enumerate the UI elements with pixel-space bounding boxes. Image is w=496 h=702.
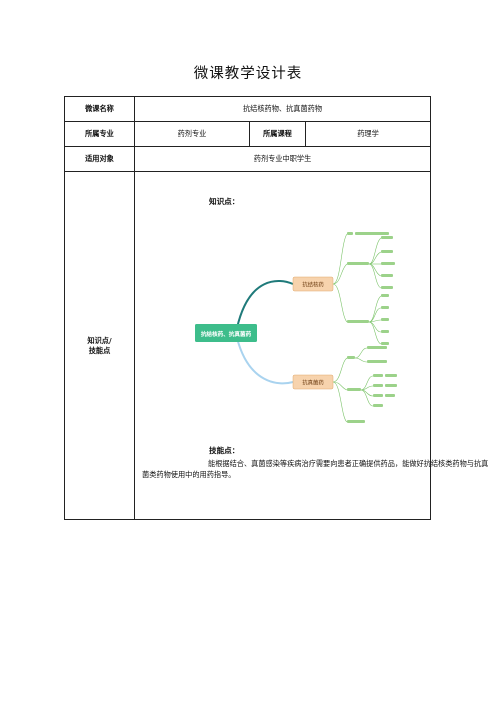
row-course-name: 微课名称 抗结核药物、抗真菌药物 (64, 96, 432, 122)
value-course: 药理学 (304, 121, 432, 147)
row-audience: 适用对象 药剂专业中职学生 (64, 146, 432, 172)
label-knowledge-line: 知识点/ (87, 335, 112, 345)
knowledge-heading: 知识点： (209, 197, 240, 206)
document-title: 微课教学设计表 (193, 66, 303, 82)
mindmap-top-branch-node (292, 276, 334, 292)
link-root-top (236, 280, 294, 329)
link-root-bottom (236, 337, 294, 385)
label-audience: 适用对象 (64, 146, 135, 172)
mindmap-top-branch-label: 抗结核药 (302, 281, 324, 289)
row-knowledge-skill: 知识点/ 技能点 知识点： (64, 171, 488, 520)
mindmap-bottom-branch-node (292, 374, 334, 390)
lesson-design-table: 微课名称 抗结核药物、抗真菌药物 所属专业 药剂专业 所属课程 药理学 适用对象… (64, 96, 488, 520)
mindmap-root-label: 抗结核药、抗真菌药 (201, 330, 252, 338)
row-major-course: 所属专业 药剂专业 所属课程 药理学 (64, 121, 432, 147)
value-audience: 药剂专业中职学生 (133, 146, 432, 172)
label-skill-line: 技能点 (88, 345, 111, 355)
label-major: 所属专业 (64, 121, 135, 147)
skill-description: 能根据结合、真菌感染等疾病治疗需要向患者正确提供药品，能做好抗结核类药物与抗真菌… (142, 459, 489, 479)
knowledge-skill-content: 知识点： (133, 171, 488, 520)
value-major: 药剂专业 (134, 121, 250, 147)
label-knowledge-skill: 知识点/ 技能点 (64, 171, 135, 520)
knowledge-mindmap: 抗结核药、抗真菌药 抗结核药 抗真菌药 (195, 232, 397, 423)
label-course-name: 微课名称 (64, 96, 135, 122)
label-course: 所属课程 (249, 121, 306, 147)
mindmap-root-node (195, 324, 257, 342)
skill-heading: 技能点： (209, 446, 240, 455)
value-course-name: 抗结核药物、抗真菌药物 (133, 96, 432, 122)
mindmap-bottom-branch-label: 抗真菌药 (302, 379, 324, 387)
